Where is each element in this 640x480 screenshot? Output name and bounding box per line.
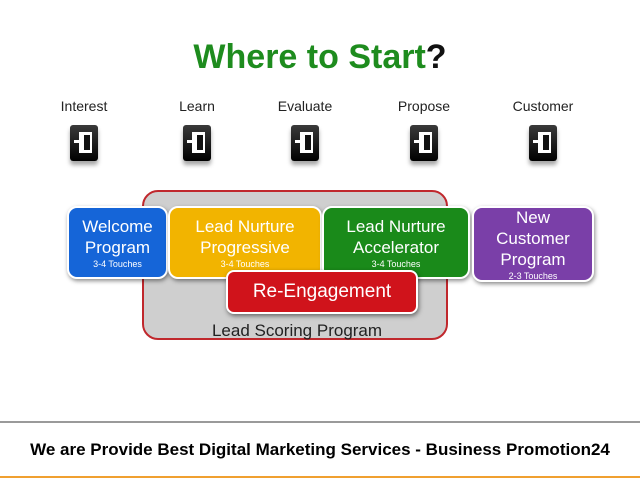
page-title: Where to Start? bbox=[0, 38, 640, 77]
stage-customer: Customer bbox=[488, 98, 598, 161]
door-exit-icon bbox=[291, 125, 319, 161]
program-name-line: Lead Nurture bbox=[195, 216, 295, 236]
program-name-line: Lead Nurture bbox=[346, 216, 446, 236]
new-customer-program-box: New Customer Program 2-3 Touches bbox=[472, 206, 594, 282]
stage-label: Learn bbox=[179, 98, 215, 114]
stage-label: Interest bbox=[60, 98, 108, 114]
program-name-line: Program bbox=[84, 237, 151, 257]
door-exit-icon bbox=[410, 125, 438, 161]
title-text: Where to Start bbox=[193, 38, 426, 76]
program-name-line: Accelerator bbox=[353, 237, 439, 257]
footer-banner: We are Provide Best Digital Marketing Se… bbox=[30, 440, 610, 459]
title-question-mark: ? bbox=[425, 38, 447, 76]
lead-nurture-accelerator-box: Lead Nurture Accelerator 3-4 Touches bbox=[322, 206, 470, 279]
program-touches: 3-4 Touches bbox=[220, 258, 270, 269]
stage-label: Customer bbox=[512, 98, 574, 114]
re-engagement-box: Re-Engagement bbox=[226, 270, 418, 314]
stage-learn: Learn bbox=[142, 98, 252, 161]
program-name-line: New bbox=[515, 207, 550, 227]
lead-nurture-progressive-box: Lead Nurture Progressive 3-4 Touches bbox=[168, 206, 322, 279]
program-name-line: Progressive bbox=[200, 237, 290, 257]
welcome-program-box: Welcome Program 3-4 Touches bbox=[67, 206, 168, 279]
door-exit-icon bbox=[70, 125, 98, 161]
footer-divider bbox=[0, 421, 640, 423]
program-touches: 2-3 Touches bbox=[508, 270, 558, 281]
door-exit-icon bbox=[529, 125, 557, 161]
program-name-line: Welcome bbox=[82, 216, 153, 236]
door-exit-icon bbox=[183, 125, 211, 161]
stage-propose: Propose bbox=[369, 98, 479, 161]
program-name-line: Program bbox=[500, 249, 566, 269]
program-touches: 3-4 Touches bbox=[93, 258, 142, 269]
stage-label: Propose bbox=[397, 98, 451, 114]
stage-evaluate: Evaluate bbox=[250, 98, 360, 161]
program-name-line: Customer bbox=[496, 228, 570, 248]
program-touches: 3-4 Touches bbox=[371, 258, 421, 269]
stage-label: Evaluate bbox=[277, 98, 333, 114]
stage-interest: Interest bbox=[29, 98, 139, 161]
footer-accent-line bbox=[0, 476, 640, 478]
lead-scoring-label: Lead Scoring Program bbox=[211, 321, 383, 340]
